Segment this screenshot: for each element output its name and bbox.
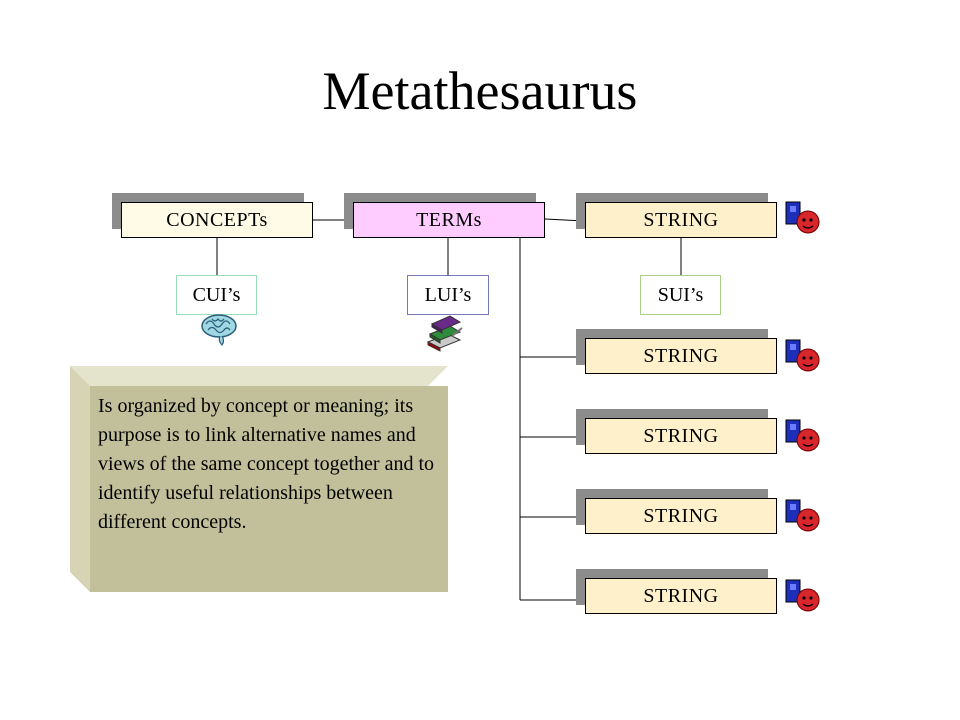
sui-box: SUI’s	[640, 275, 721, 315]
string-box: STRING	[585, 578, 777, 614]
string-box: STRING	[585, 338, 777, 374]
note-box	[70, 366, 448, 592]
string-box: STRING	[585, 418, 777, 454]
string-figure-icon	[785, 499, 820, 532]
concepts-box: CONCEPTs	[121, 202, 313, 238]
string-figure-icon	[785, 339, 820, 372]
books-icon	[426, 315, 463, 352]
brain-icon	[201, 314, 237, 346]
cui-box: CUI’s	[176, 275, 257, 315]
terms-box: TERMs	[353, 202, 545, 238]
arrow-terms-string	[544, 216, 585, 225]
string-figure-icon	[785, 419, 820, 452]
string-figure-icon	[785, 579, 820, 612]
string-box: STRING	[585, 202, 777, 238]
lui-box: LUI’s	[407, 275, 489, 315]
string-box: STRING	[585, 498, 777, 534]
note-text: Is organized by concept or meaning; its …	[98, 395, 434, 533]
page-title: Metathesaurus	[322, 61, 638, 121]
string-figure-icon	[785, 201, 820, 234]
